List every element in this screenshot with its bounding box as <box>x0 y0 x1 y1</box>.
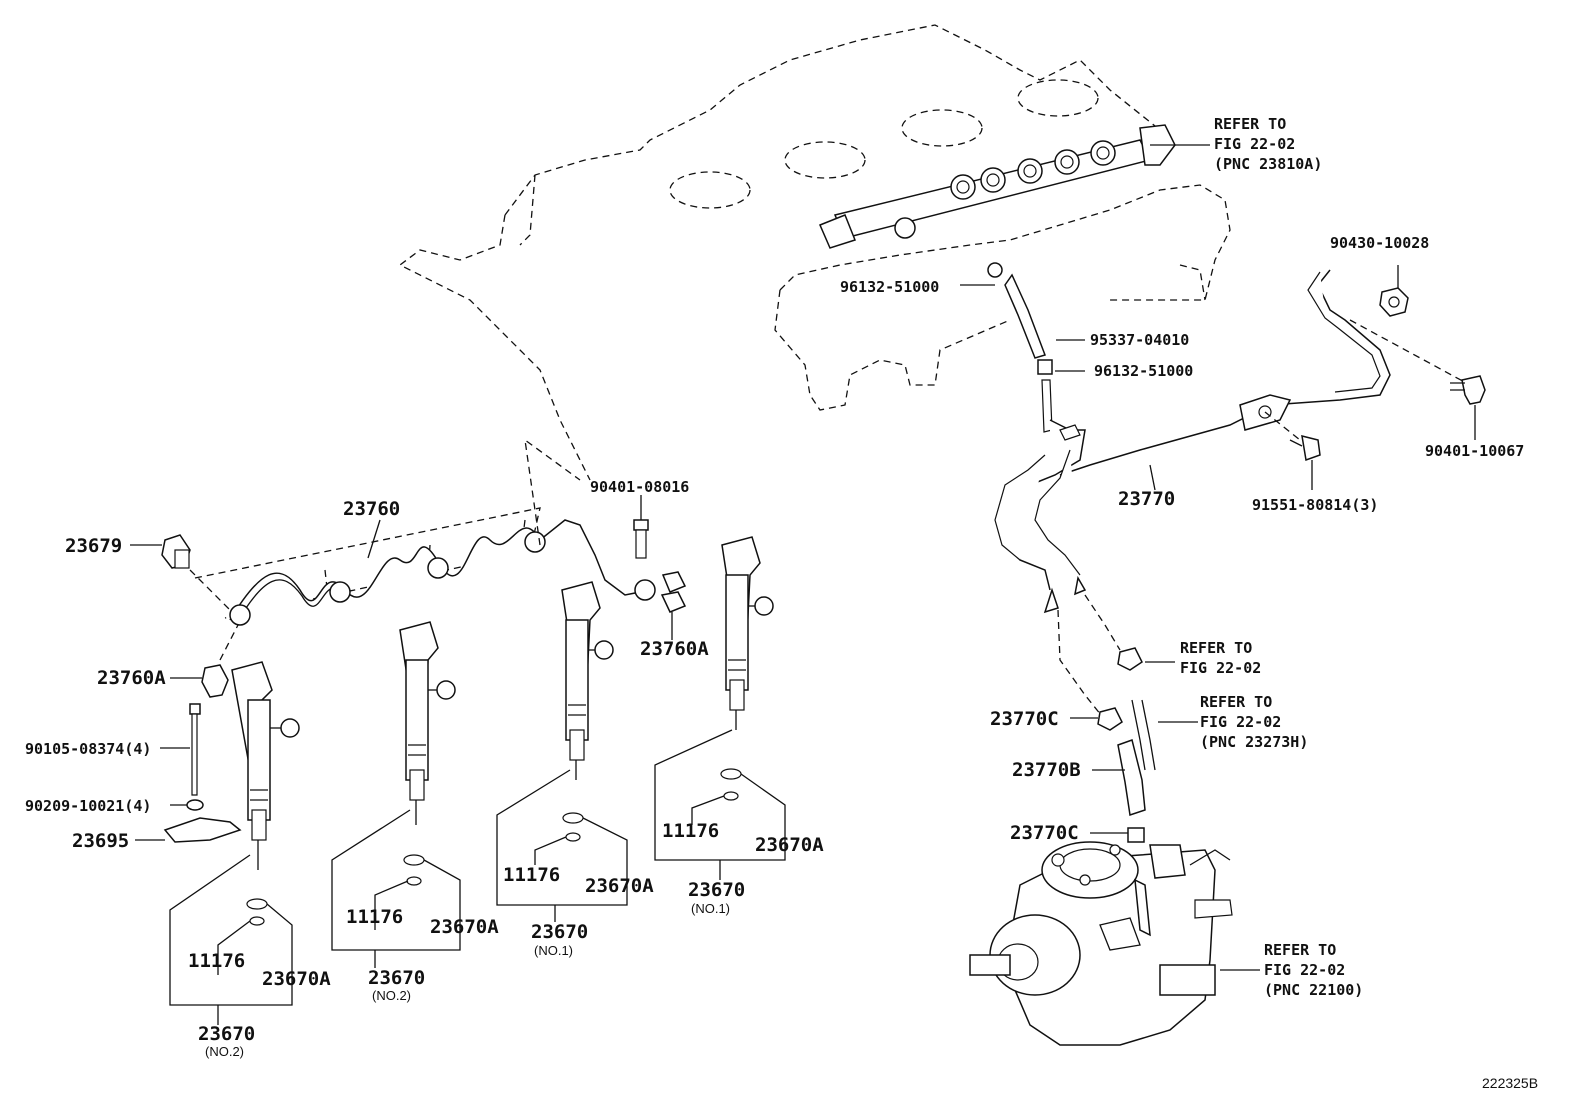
label-91551: 91551-80814(3) <box>1252 496 1378 514</box>
part-labels: 23679 23760 90401-08016 23760A 23760A 90… <box>25 234 1524 852</box>
label-23770c-top: 23770C <box>990 708 1059 730</box>
label-23770c-bottom: 23770C <box>1010 822 1079 844</box>
label-23770b: 23770B <box>1012 759 1081 781</box>
ref-rail-line1: REFER TO <box>1214 115 1286 133</box>
injector-no2-b <box>399 621 456 825</box>
diagram-id: 222325B <box>1482 1075 1538 1091</box>
label-23695: 23695 <box>72 830 129 852</box>
label-90401-10067: 90401-10067 <box>1425 442 1524 460</box>
ref-hose-line1: REFER TO <box>1200 693 1272 711</box>
label-seal-1: 11176 <box>188 950 245 972</box>
bracket-bolts <box>1264 265 1486 490</box>
reference-notes: REFER TO FIG 22-02 (PNC 23810A) REFER TO… <box>1180 115 1363 999</box>
label-96132-bottom: 96132-51000 <box>1094 362 1193 380</box>
label-part-3: 23670 <box>531 921 588 943</box>
injector-group-labels: 11176 23670A 23670 (NO.2) 11176 23670A 2… <box>188 820 824 1059</box>
label-95337: 95337-04010 <box>1090 331 1189 349</box>
label-sub-4: (NO.1) <box>691 901 730 916</box>
ref-pump-line2: FIG 22-02 <box>1264 961 1345 979</box>
label-96132-top: 96132-51000 <box>840 278 939 296</box>
label-sub-3: (NO.1) <box>534 943 573 958</box>
ref-pump-line1: REFER TO <box>1264 941 1336 959</box>
label-seal-2: 11176 <box>346 906 403 928</box>
label-part-1: 23670 <box>198 1023 255 1045</box>
ref-hose-line3: (PNC 23273H) <box>1200 733 1308 751</box>
label-90430: 90430-10028 <box>1330 234 1429 252</box>
ref-rail-line3: (PNC 23810A) <box>1214 155 1322 173</box>
label-seal-4: 11176 <box>662 820 719 842</box>
seals <box>246 768 742 926</box>
label-part-2: 23670 <box>368 967 425 989</box>
clamps-hose <box>1070 647 1198 843</box>
label-ring-1: 23670A <box>262 968 331 990</box>
injector-no2-a <box>231 661 300 870</box>
engine-head-outline <box>398 24 1231 481</box>
ref-hose-line2: FIG 22-02 <box>1200 713 1281 731</box>
label-seal-3: 11176 <box>503 864 560 886</box>
common-rail <box>819 124 1210 249</box>
return-hose <box>960 262 1085 433</box>
label-23679: 23679 <box>65 535 122 557</box>
label-23770: 23770 <box>1118 488 1175 510</box>
group-brackets <box>169 729 786 1025</box>
label-sub-2: (NO.2) <box>372 988 411 1003</box>
left-hardware <box>130 495 687 843</box>
label-90209: 90209-10021(4) <box>25 797 151 815</box>
label-23760a-right: 23760A <box>640 638 709 660</box>
label-23760: 23760 <box>343 498 400 520</box>
label-ring-3: 23670A <box>585 875 654 897</box>
ref-rail-line2: FIG 22-02 <box>1214 135 1295 153</box>
supply-pump <box>969 841 1260 1046</box>
label-sub-1: (NO.2) <box>205 1044 244 1059</box>
label-23760a-left: 23760A <box>97 667 166 689</box>
label-ring-4: 23670A <box>755 834 824 856</box>
ref-clamp-line2: FIG 22-02 <box>1180 659 1261 677</box>
label-90105: 90105-08374(4) <box>25 740 151 758</box>
label-part-4: 23670 <box>688 879 745 901</box>
leakage-pipe <box>194 438 656 626</box>
ref-pump-line3: (PNC 22100) <box>1264 981 1363 999</box>
label-90401-08016: 90401-08016 <box>590 478 689 496</box>
ref-clamp-line1: REFER TO <box>1180 639 1252 657</box>
label-ring-2: 23670A <box>430 916 499 938</box>
injector-no1-b <box>721 536 774 730</box>
injector-no1-a <box>561 581 614 780</box>
